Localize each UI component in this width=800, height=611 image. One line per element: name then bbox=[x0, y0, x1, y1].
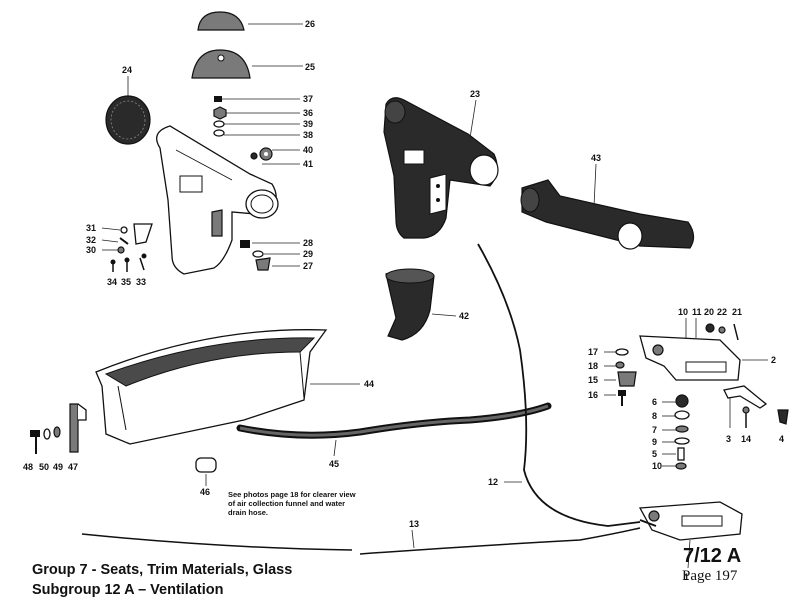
callout-44: 44 bbox=[364, 379, 374, 389]
callout-30: 30 bbox=[86, 245, 96, 255]
callout-34: 34 bbox=[107, 277, 117, 287]
callout-5: 5 bbox=[652, 449, 657, 459]
callout-1: 1 bbox=[684, 572, 689, 582]
cable-13 bbox=[81, 527, 641, 555]
callout-27: 27 bbox=[303, 261, 313, 271]
callout-25: 25 bbox=[305, 62, 315, 72]
small-hardware-tray bbox=[30, 403, 87, 454]
callout-37: 37 bbox=[303, 94, 313, 104]
callout-39: 39 bbox=[303, 119, 313, 129]
lever-bracket-2 bbox=[639, 318, 768, 381]
air-housing-23 bbox=[383, 97, 499, 239]
callout-20: 20 bbox=[704, 307, 714, 317]
small-hardware-left bbox=[101, 223, 153, 272]
callout-7: 7 bbox=[652, 425, 657, 435]
callout-41: 41 bbox=[303, 159, 313, 169]
group-title: Group 7 - Seats, Trim Materials, Glass bbox=[32, 562, 293, 578]
callout-50: 50 bbox=[39, 462, 49, 472]
callout-43: 43 bbox=[591, 153, 601, 163]
collection-funnel-42 bbox=[385, 268, 457, 341]
callout-10-top: 10 bbox=[678, 307, 688, 317]
lever-assembly-1 bbox=[638, 501, 743, 569]
drain-hose-45 bbox=[236, 402, 552, 457]
callout-23: 23 bbox=[470, 89, 480, 99]
note-line: See photos page 18 for clearer view bbox=[228, 490, 356, 499]
air-housing-left bbox=[156, 125, 279, 275]
callout-10-bottom: 10 bbox=[652, 461, 662, 471]
callout-42: 42 bbox=[459, 311, 469, 321]
callout-6: 6 bbox=[652, 397, 657, 407]
gasket-pad-26 bbox=[197, 11, 303, 31]
gasket-pad-25 bbox=[191, 49, 303, 79]
note-line: of air collection funnel and water bbox=[228, 499, 346, 508]
callout-2: 2 bbox=[771, 355, 776, 365]
callout-32: 32 bbox=[86, 235, 96, 245]
lever-parts-right bbox=[723, 385, 789, 428]
callout-31: 31 bbox=[86, 223, 96, 233]
small-hardware-mid bbox=[240, 240, 300, 271]
callout-13: 13 bbox=[409, 519, 419, 529]
page-number: Page 197 bbox=[682, 568, 738, 584]
callout-46: 46 bbox=[200, 487, 210, 497]
small-hardware-upper bbox=[213, 96, 300, 165]
callout-36: 36 bbox=[303, 108, 313, 118]
callout-47: 47 bbox=[68, 462, 78, 472]
callout-11: 11 bbox=[692, 307, 702, 317]
callout-40: 40 bbox=[303, 145, 313, 155]
subgroup-title: Subgroup 12 A – Ventilation bbox=[32, 582, 224, 598]
section-code: 7/12 A bbox=[683, 545, 742, 567]
callout-16: 16 bbox=[588, 390, 598, 400]
photo-reference-note: See photos page 18 for clearer view of a… bbox=[228, 490, 378, 517]
callout-45: 45 bbox=[329, 459, 339, 469]
cable-12 bbox=[477, 243, 641, 527]
callout-49: 49 bbox=[53, 462, 63, 472]
callout-18: 18 bbox=[588, 361, 598, 371]
callout-33: 33 bbox=[136, 277, 146, 287]
callout-15: 15 bbox=[588, 375, 598, 385]
callout-12: 12 bbox=[488, 477, 498, 487]
callout-48: 48 bbox=[23, 462, 33, 472]
callout-38: 38 bbox=[303, 130, 313, 140]
duct-pipe-43 bbox=[520, 163, 695, 250]
small-hardware-right-left bbox=[604, 348, 637, 406]
callout-labels: 26 25 24 37 36 39 38 40 41 23 43 31 32 3… bbox=[23, 19, 784, 582]
callout-28: 28 bbox=[303, 238, 313, 248]
callout-8: 8 bbox=[652, 411, 657, 421]
callout-26: 26 bbox=[305, 19, 315, 29]
callout-21: 21 bbox=[732, 307, 742, 317]
note-line: drain hose. bbox=[228, 508, 269, 517]
callout-22: 22 bbox=[717, 307, 727, 317]
callout-24: 24 bbox=[122, 65, 132, 75]
callout-3: 3 bbox=[726, 434, 731, 444]
callout-9: 9 bbox=[652, 437, 657, 447]
vent-tray-44 bbox=[95, 329, 360, 445]
small-hardware-right-stack bbox=[662, 394, 690, 470]
plug-46 bbox=[195, 457, 217, 486]
grille-24 bbox=[105, 76, 151, 145]
callout-17: 17 bbox=[588, 347, 598, 357]
callout-35: 35 bbox=[121, 277, 131, 287]
callout-29: 29 bbox=[303, 249, 313, 259]
callout-4: 4 bbox=[779, 434, 784, 444]
callout-14: 14 bbox=[741, 434, 751, 444]
